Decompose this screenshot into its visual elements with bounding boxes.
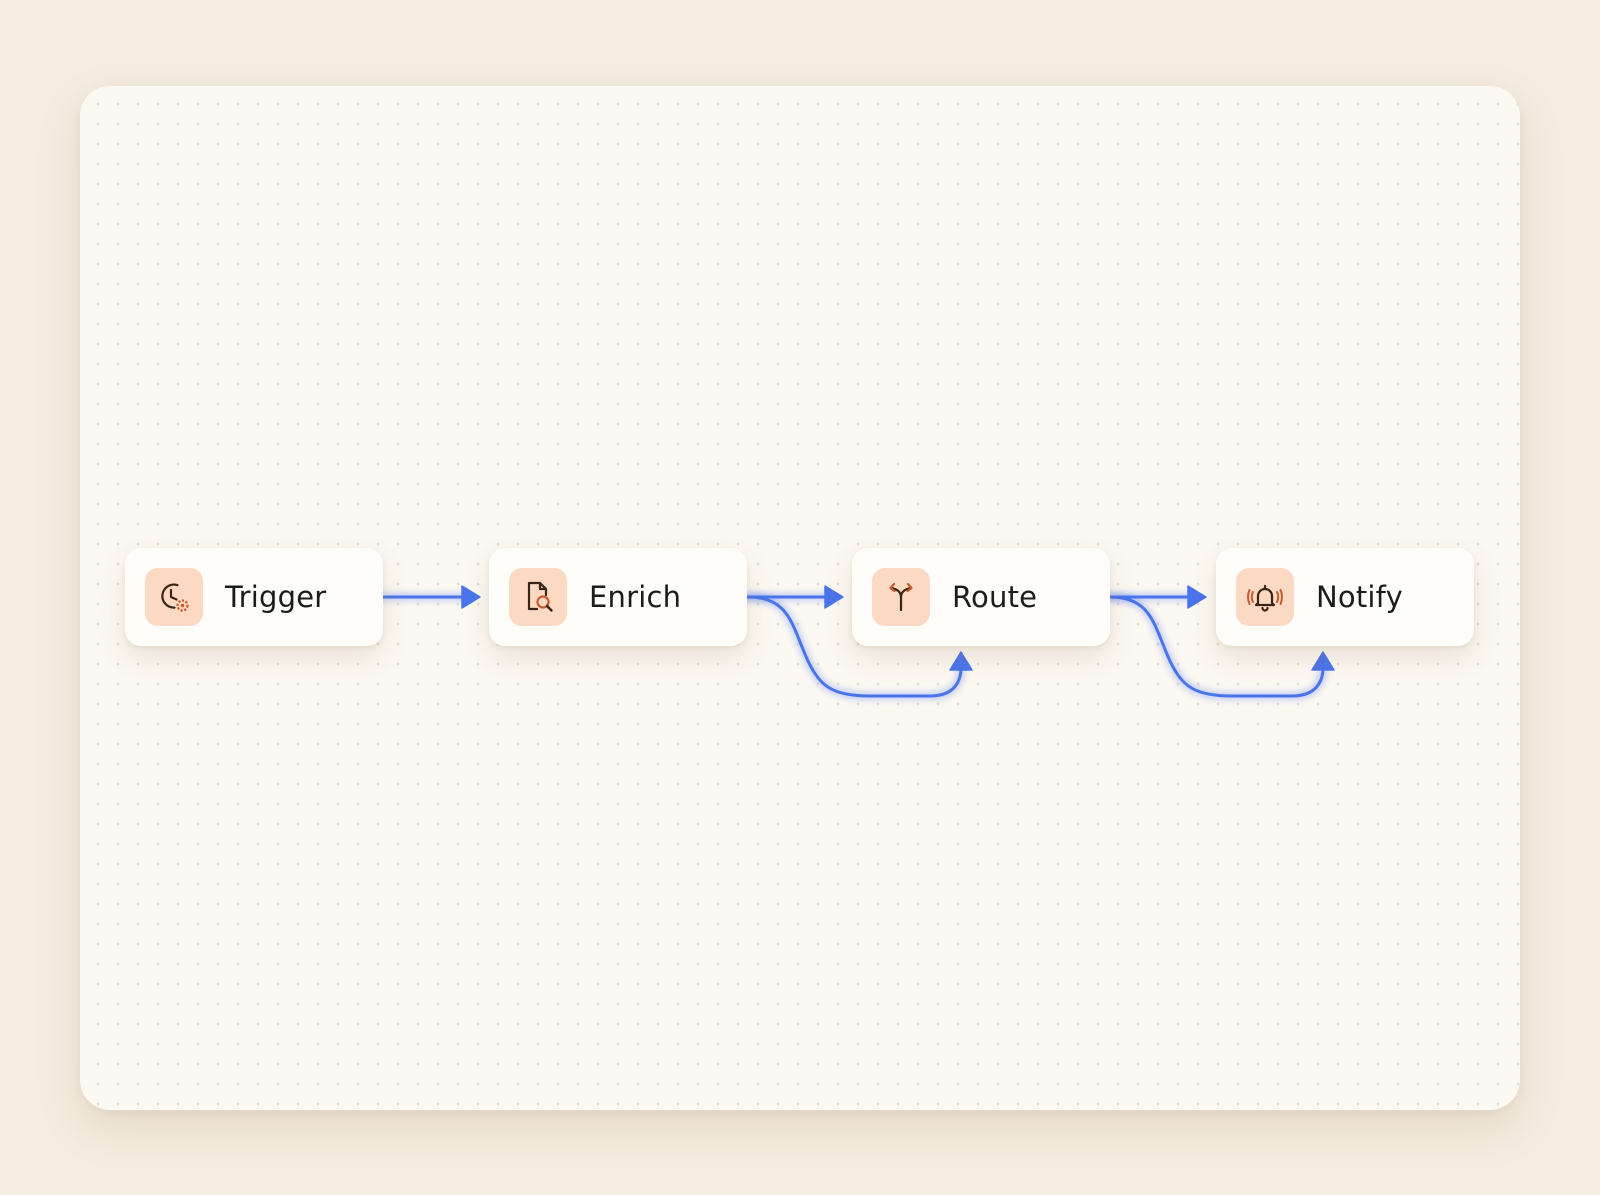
node-enrich[interactable]: Enrich xyxy=(489,548,747,646)
node-label-enrich: Enrich xyxy=(589,580,682,614)
node-label-route: Route xyxy=(952,580,1038,614)
ringing-bell-icon xyxy=(1247,584,1283,612)
node-label-trigger: Trigger xyxy=(225,580,327,614)
notify-icon-tile xyxy=(1236,568,1294,626)
edge-layer xyxy=(377,585,1335,701)
enrich-icon-tile xyxy=(509,568,567,626)
split-arrows-icon xyxy=(889,582,913,612)
clock-gear-icon xyxy=(161,583,189,612)
node-trigger[interactable]: Trigger xyxy=(125,548,383,646)
edge-trigger-enrich[interactable] xyxy=(377,585,481,609)
route-icon-tile xyxy=(872,568,930,626)
node-label-notify: Notify xyxy=(1316,580,1403,614)
trigger-icon-tile xyxy=(145,568,203,626)
workflow-canvas[interactable]: Trigger Enrich Route xyxy=(80,86,1520,1110)
node-notify[interactable]: Notify xyxy=(1216,548,1474,646)
edge-enrich-route-branch[interactable] xyxy=(743,592,973,701)
document-search-icon xyxy=(527,581,553,612)
edge-route-notify-branch[interactable] xyxy=(1105,592,1335,701)
node-route[interactable]: Route xyxy=(852,548,1110,646)
